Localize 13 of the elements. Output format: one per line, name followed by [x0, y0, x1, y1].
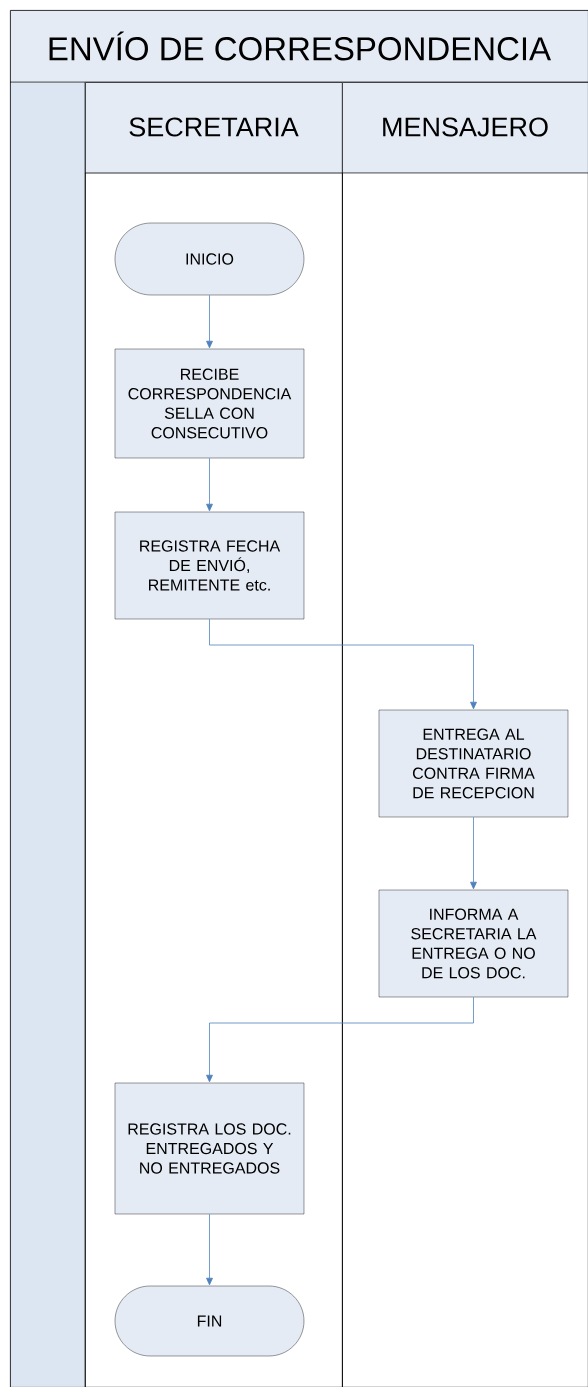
arrow — [206, 996, 474, 1083]
arrow — [206, 457, 213, 512]
process-box: RECIBE CORRESPONDENCIA SELLA CON CONSECUTIVO — [114, 348, 305, 459]
process-box: ENTREGA AL DESTINATARIO CONTRA FIRMA DE RECEPCION — [378, 709, 569, 818]
arrow — [206, 294, 213, 349]
arrow — [470, 816, 477, 890]
terminator: FIN — [114, 1285, 305, 1357]
process-box: REGISTRA LOS DOC. ENTREGADOS Y NO ENTREGADOS — [114, 1082, 305, 1215]
terminator: INICIO — [114, 222, 305, 296]
arrow — [209, 618, 477, 710]
process-box: REGISTRA FECHA DE ENVIÓ, REMITENTE etc. — [114, 511, 305, 620]
process-box: INFORMA A SECRETARIA LA ENTREGA O NO DE LOS DOC. — [378, 889, 569, 998]
arrow — [206, 1213, 213, 1286]
